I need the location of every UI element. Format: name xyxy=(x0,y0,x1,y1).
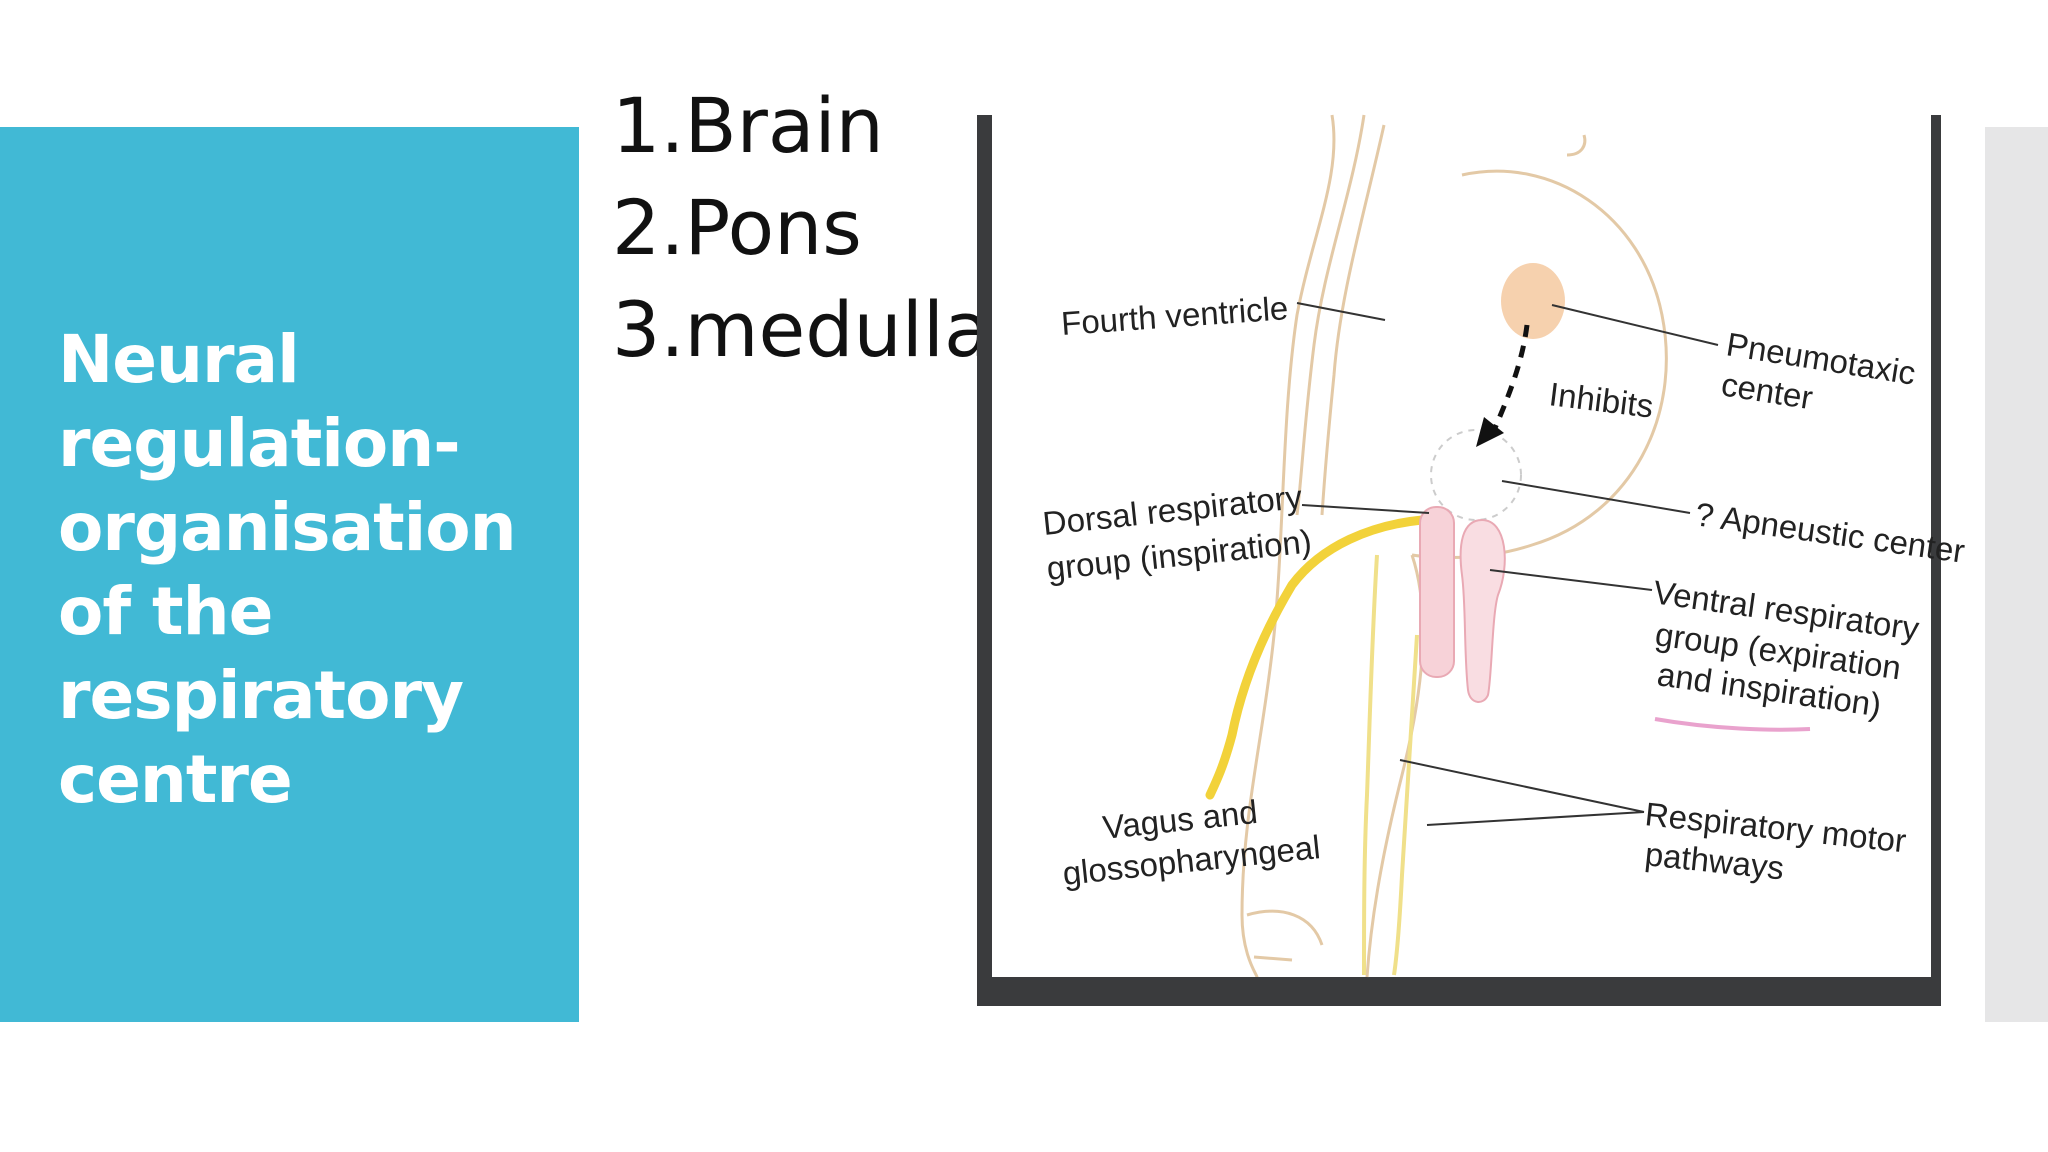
label-fourth-ventricle: Fourth ventricle xyxy=(1060,289,1289,342)
next-slide-edge xyxy=(1985,127,2048,1022)
title-line: of the xyxy=(58,573,273,650)
title-line: regulation- xyxy=(58,405,461,482)
leader-motor-1 xyxy=(1399,759,1645,813)
list-item: 2.Pons xyxy=(612,183,862,272)
figure-frame: Fourth ventricle Pneumotaxic center Inhi… xyxy=(977,114,1967,1006)
leader-pneumotaxic xyxy=(1551,304,1719,346)
brain-parts-list: 1.Brain 2.Pons 3.medulla xyxy=(612,75,991,381)
leader-fourth-ventricle xyxy=(1296,302,1386,321)
dorsal-respiratory-group xyxy=(1419,506,1455,678)
title-panel xyxy=(0,127,579,1022)
apneustic-center xyxy=(1430,429,1522,521)
label-inhibits: Inhibits xyxy=(1547,375,1655,424)
cerebellum-outline xyxy=(1566,134,1587,157)
brainstem-outline-left xyxy=(1240,114,1336,978)
label-apneustic: ? Apneustic center xyxy=(1693,495,1967,569)
inhibits-arrow xyxy=(1489,324,1530,436)
brainstem-outline-inner xyxy=(1295,114,1366,516)
list-item: 1.Brain xyxy=(612,81,884,170)
label-glossopharyngeal: glossopharyngeal xyxy=(1061,828,1322,892)
title-line: respiratory xyxy=(58,657,464,734)
leader-dorsal xyxy=(1301,504,1430,514)
ventral-respiratory-group xyxy=(1459,518,1506,703)
title-line: centre xyxy=(58,741,293,818)
motor-pathway-2 xyxy=(1392,634,1419,976)
title-line: Neural xyxy=(58,321,300,398)
spinal-cord-end xyxy=(1246,909,1324,962)
motor-pathway-1 xyxy=(1362,554,1379,976)
brainstem-outline-inner-2 xyxy=(1320,124,1386,516)
inhibits-arrowhead xyxy=(1476,417,1504,447)
respiratory-centre-diagram: Fourth ventricle Pneumotaxic center Inhi… xyxy=(992,114,1967,978)
title-line: organisation xyxy=(58,489,517,566)
leader-apneustic xyxy=(1501,480,1691,514)
pneumotaxic-center xyxy=(1501,263,1565,339)
pons-outline xyxy=(1411,169,1668,559)
list-item: 3.medulla xyxy=(612,285,991,374)
pink-highlight xyxy=(1654,717,1811,732)
leader-ventral xyxy=(1489,569,1653,591)
slide-title: Neural regulation- organisation of the r… xyxy=(58,318,558,822)
diagram-svg: Fourth ventricle Pneumotaxic center Inhi… xyxy=(1041,114,1967,978)
leader-motor-2 xyxy=(1426,811,1645,826)
vagus-nerve xyxy=(1205,515,1427,800)
